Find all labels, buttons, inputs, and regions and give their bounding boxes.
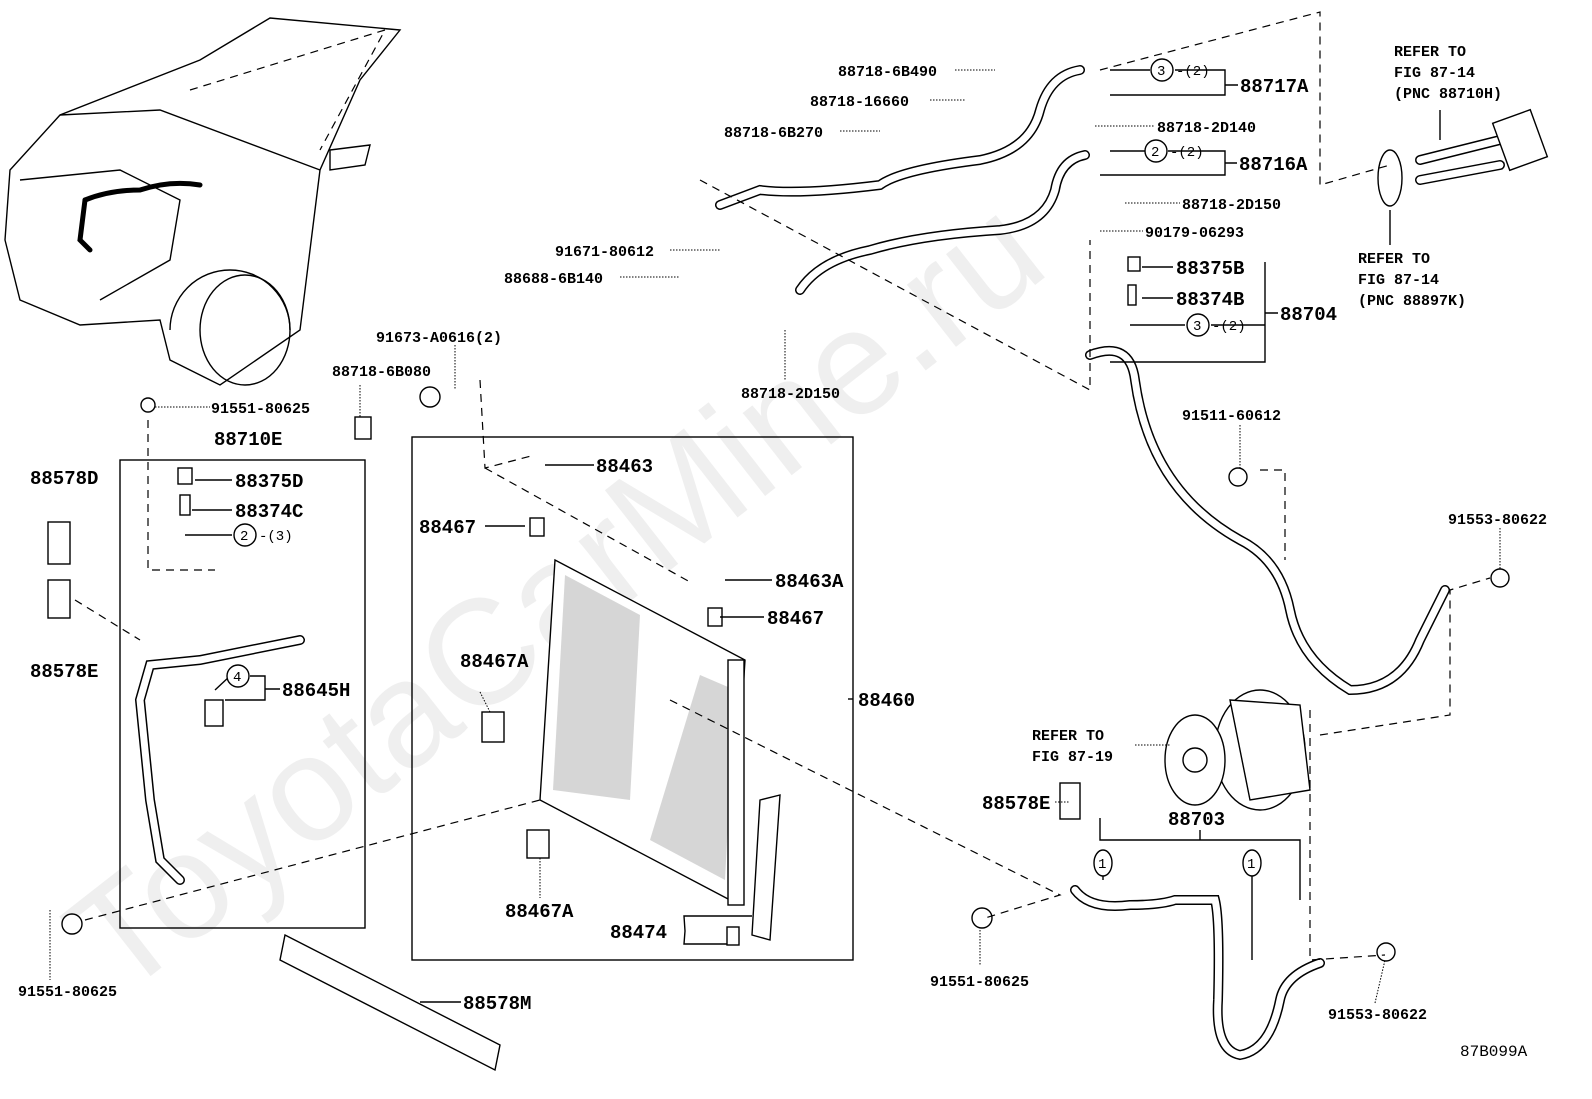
part-label[interactable]: 88467	[419, 517, 476, 539]
hose-lines	[134, 65, 1549, 1061]
part-label[interactable]: 91553-80622	[1448, 512, 1547, 529]
part-label[interactable]: 88467	[767, 608, 824, 630]
refer-note-line[interactable]: FIG 87-19	[1032, 749, 1113, 766]
part-label[interactable]: 88374C	[235, 501, 303, 523]
part-label[interactable]: 88578M	[463, 993, 531, 1015]
part-label[interactable]: 88460	[858, 690, 915, 712]
part-label[interactable]: 88578E	[30, 661, 98, 683]
part-label[interactable]: 88718-2D140	[1157, 120, 1256, 137]
quantity-callouts: 3 -(2) 2 -(2) 3 -(2) 2 -(3) 4 1 1	[226, 58, 1262, 877]
part-label[interactable]: 88718-6B080	[332, 364, 431, 381]
callout-qty: -(2)	[1170, 145, 1204, 161]
kit-box-88710E	[119, 459, 366, 929]
part-label[interactable]: 88688-6B140	[504, 271, 603, 288]
refer-note-line[interactable]: REFER TO	[1358, 251, 1430, 268]
part-label[interactable]: 90179-06293	[1145, 225, 1244, 242]
part-label[interactable]: 88645H	[282, 680, 350, 702]
part-label[interactable]: 88716A	[1239, 154, 1308, 176]
part-label[interactable]: 91553-80622	[1328, 1007, 1427, 1024]
figure-code: 87B099A	[1460, 1043, 1528, 1061]
part-label[interactable]: 88578E	[982, 793, 1050, 815]
compressor-illustration	[1164, 689, 1311, 811]
part-label[interactable]: 91673-A0616(2)	[376, 330, 502, 347]
part-label[interactable]: 88467A	[460, 651, 529, 673]
part-label[interactable]: 88718-16660	[810, 94, 909, 111]
part-label[interactable]: 91551-80625	[18, 984, 117, 1001]
part-label[interactable]: 88375D	[235, 471, 303, 493]
refer-note-line[interactable]: REFER TO	[1394, 44, 1466, 61]
part-label[interactable]: 88718-6B490	[838, 64, 937, 81]
callout-number: 3	[1157, 64, 1165, 80]
part-label[interactable]: 88718-2D150	[741, 386, 840, 403]
part-label[interactable]: 91671-80612	[555, 244, 654, 261]
condenser-illustration	[539, 558, 781, 941]
part-label[interactable]: 88704	[1280, 304, 1337, 326]
refer-note-line[interactable]: REFER TO	[1032, 728, 1104, 745]
part-label[interactable]: 88374B	[1176, 289, 1244, 311]
part-label[interactable]: 88578D	[30, 468, 98, 490]
part-label[interactable]: 88463A	[775, 571, 844, 593]
refer-note-line[interactable]: FIG 87-14	[1358, 272, 1439, 289]
callout-number: 1	[1098, 857, 1106, 873]
callout-qty: -(3)	[259, 529, 293, 545]
part-label[interactable]: 91551-80625	[930, 974, 1029, 991]
callout-number: 4	[233, 670, 241, 686]
part-label[interactable]: 88717A	[1240, 76, 1309, 98]
refer-notes: REFER TO FIG 87-14 (PNC 88710H) REFER TO…	[1032, 44, 1502, 766]
part-label[interactable]: 88703	[1168, 809, 1225, 831]
refer-note-line[interactable]: (PNC 88897K)	[1358, 293, 1466, 310]
leader-lines	[49, 69, 1501, 1004]
callout-number: 2	[240, 529, 248, 545]
refer-note-line[interactable]: FIG 87-14	[1394, 65, 1475, 82]
guide-lines	[74, 11, 1491, 961]
part-labels: 88718-6B490 88718-16660 88718-6B270 8871…	[18, 64, 1547, 1061]
part-label[interactable]: 88718-6B270	[724, 125, 823, 142]
refer-note-line[interactable]: (PNC 88710H)	[1394, 86, 1502, 103]
callout-qty: -(2)	[1176, 64, 1210, 80]
part-label[interactable]: 88718-2D150	[1182, 197, 1281, 214]
part-label[interactable]: 91551-80625	[211, 401, 310, 418]
part-label[interactable]: 88710E	[214, 429, 282, 451]
part-label[interactable]: 88463	[596, 456, 653, 478]
vehicle-illustration	[4, 17, 402, 386]
part-label[interactable]: 88375B	[1176, 258, 1244, 280]
part-label[interactable]: 88474	[610, 922, 667, 944]
callout-number: 3	[1193, 319, 1201, 335]
part-label[interactable]: 88467A	[505, 901, 574, 923]
callout-number: 1	[1247, 857, 1255, 873]
callout-number: 2	[1151, 145, 1159, 161]
part-label[interactable]: 91511-60612	[1182, 408, 1281, 425]
callout-qty: -(2)	[1212, 319, 1246, 335]
small-parts	[47, 256, 1510, 1072]
